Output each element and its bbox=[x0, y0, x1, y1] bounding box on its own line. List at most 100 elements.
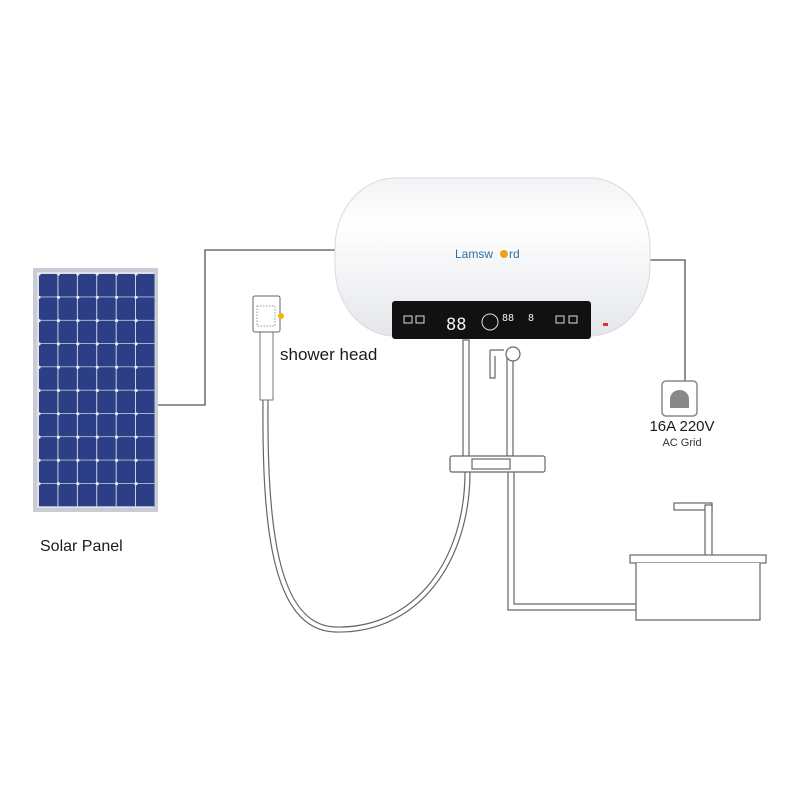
solar-cell bbox=[116, 390, 136, 414]
cell-corner bbox=[37, 435, 41, 439]
cell-corner bbox=[56, 458, 61, 462]
solar-cell bbox=[136, 343, 155, 367]
solar-cell bbox=[136, 367, 155, 390]
cell-corner bbox=[134, 272, 138, 276]
solar-cell bbox=[136, 320, 155, 344]
solar-cell bbox=[116, 320, 136, 344]
cell-corner bbox=[134, 435, 138, 439]
solar-cell bbox=[97, 320, 116, 344]
solar-cell bbox=[97, 390, 116, 414]
cell-corner bbox=[134, 365, 138, 369]
display-small: 88 bbox=[502, 313, 514, 324]
solar-cell bbox=[97, 483, 116, 507]
solar-panel-label: Solar Panel bbox=[40, 538, 123, 555]
solar-cell bbox=[39, 343, 58, 367]
display-temp: 88 bbox=[446, 315, 466, 335]
cell-corner bbox=[115, 482, 119, 486]
plumbing bbox=[262, 339, 636, 633]
solar-cell bbox=[97, 274, 116, 297]
solar-cell bbox=[77, 460, 97, 483]
solar-cell bbox=[77, 274, 97, 297]
solar-cell bbox=[116, 367, 136, 390]
solar-cell bbox=[136, 390, 155, 414]
cell-corner bbox=[37, 458, 41, 462]
solar-cell bbox=[58, 297, 77, 320]
cell-corner bbox=[134, 458, 138, 462]
cell-corner bbox=[76, 295, 80, 299]
cell-corner bbox=[37, 272, 41, 276]
heater-to-grid-wire bbox=[650, 259, 686, 381]
solar-cell bbox=[77, 367, 97, 390]
wiring bbox=[158, 249, 686, 406]
cell-corner bbox=[95, 412, 99, 416]
socket-icon bbox=[670, 390, 689, 408]
cell-corner bbox=[115, 412, 119, 416]
cell-corner bbox=[134, 412, 138, 416]
cell-corner bbox=[115, 342, 119, 346]
solar-cell bbox=[116, 437, 136, 460]
solar-cell bbox=[136, 437, 155, 460]
solar-cell bbox=[136, 297, 155, 320]
cell-corner bbox=[115, 388, 119, 393]
cell-corner bbox=[95, 342, 99, 346]
solar-cell bbox=[97, 460, 116, 483]
cell-corner bbox=[95, 272, 99, 276]
water-heater: Lamsw rd 88 88 8 bbox=[334, 177, 651, 339]
solar-cell bbox=[39, 320, 58, 344]
solar-cell bbox=[58, 320, 77, 344]
sun-icon bbox=[500, 250, 508, 258]
shower-head[interactable] bbox=[252, 295, 284, 401]
cell-corner bbox=[134, 319, 138, 323]
solar-cell bbox=[97, 343, 116, 367]
cell-corner bbox=[56, 412, 61, 416]
cell-corner bbox=[95, 482, 99, 486]
display-button[interactable] bbox=[568, 315, 578, 324]
solar-cell bbox=[97, 367, 116, 390]
cell-corner bbox=[76, 412, 80, 416]
solar-cell bbox=[97, 413, 116, 437]
cell-corner bbox=[56, 388, 61, 393]
shower-head-label: shower head bbox=[280, 345, 378, 364]
solar-cell bbox=[39, 390, 58, 414]
control-display bbox=[392, 301, 591, 339]
solar-cell bbox=[58, 413, 77, 437]
solar-cell bbox=[58, 460, 77, 483]
cell-corner bbox=[76, 319, 80, 323]
solar-cell bbox=[136, 413, 155, 437]
cell-corner bbox=[115, 295, 119, 299]
display-button[interactable] bbox=[555, 315, 565, 324]
solar-cell bbox=[77, 297, 97, 320]
solar-cell bbox=[116, 483, 136, 507]
solar-cell bbox=[136, 483, 155, 507]
solar-cell bbox=[39, 460, 58, 483]
display-button[interactable] bbox=[415, 315, 425, 324]
solar-cell bbox=[77, 483, 97, 507]
solar-cell bbox=[116, 274, 136, 297]
sink bbox=[629, 502, 767, 621]
cell-corner bbox=[76, 365, 80, 369]
solar-cell bbox=[136, 460, 155, 483]
cell-corner bbox=[115, 272, 119, 276]
cell-corner bbox=[37, 482, 41, 486]
cell-corner bbox=[76, 458, 80, 462]
cell-corner bbox=[56, 319, 61, 323]
cell-corner bbox=[115, 435, 119, 439]
solar-cell bbox=[116, 460, 136, 483]
display-single: 8 bbox=[528, 313, 534, 324]
cell-corner bbox=[76, 482, 80, 486]
solar-cell bbox=[116, 297, 136, 320]
display-button[interactable] bbox=[403, 315, 413, 324]
cell-corner bbox=[56, 295, 61, 299]
cell-corner bbox=[56, 365, 61, 369]
solar-cell bbox=[77, 320, 97, 344]
grid-rating-label: 16A 220V bbox=[649, 418, 715, 435]
cell-corner bbox=[115, 319, 119, 323]
solar-cell bbox=[39, 437, 58, 460]
cell-corner bbox=[37, 365, 41, 369]
cell-corner bbox=[37, 412, 41, 416]
power-indicator bbox=[603, 323, 608, 326]
solar-cell bbox=[77, 390, 97, 414]
cell-corner bbox=[95, 365, 99, 369]
